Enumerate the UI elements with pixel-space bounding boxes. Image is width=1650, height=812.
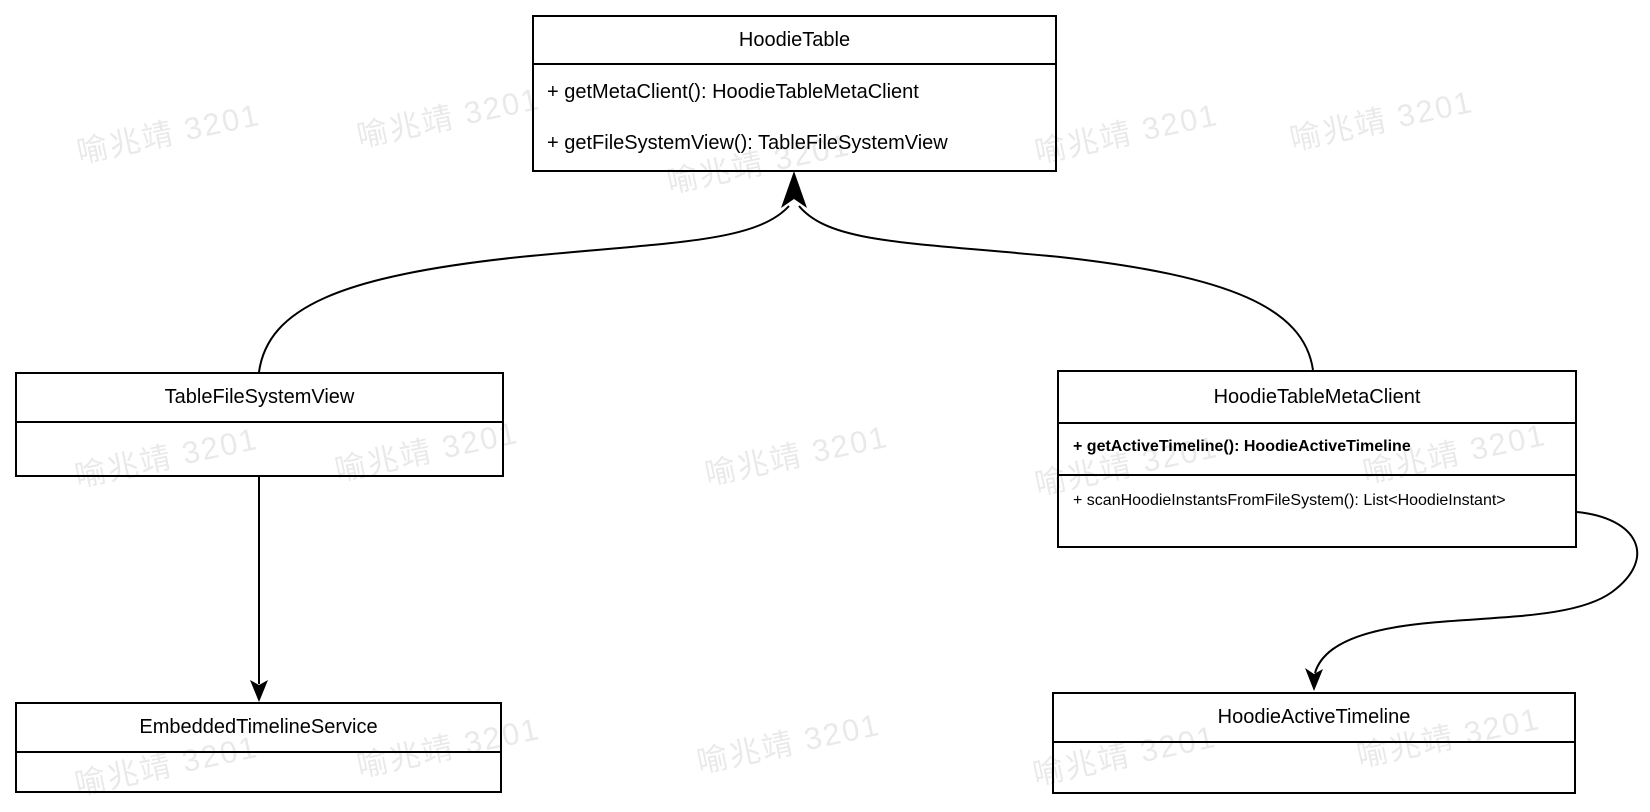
- class-title-hoodietablemetaclient: HoodieTableMetaClient: [1059, 372, 1575, 424]
- edge-tablefilesystemview-to-hoodietable: [258, 205, 790, 373]
- method-scanhoodieinstants: + scanHoodieInstantsFromFileSystem(): Li…: [1073, 492, 1506, 509]
- class-box-hoodieactivetimeline: HoodieActiveTimeline: [1052, 692, 1576, 794]
- class-title-hoodietable: HoodieTable: [534, 17, 1055, 65]
- class-title-embeddedtimelineservice: EmbeddedTimelineService: [17, 704, 500, 753]
- class-box-embeddedtimelineservice: EmbeddedTimelineService: [15, 702, 502, 793]
- arrowhead-down-right-icon: [1305, 668, 1323, 691]
- method-getactivetimeline: + getActiveTimeline(): HoodieActiveTimel…: [1073, 438, 1411, 455]
- class-box-hoodietable: HoodieTable + getMetaClient(): HoodieTab…: [532, 15, 1057, 172]
- empty-compartment-tablefilesystemview: [17, 423, 502, 475]
- class-title-hoodieactivetimeline: HoodieActiveTimeline: [1054, 694, 1574, 743]
- class-box-tablefilesystemview: TableFileSystemView: [15, 372, 504, 477]
- arrowhead-down-icon: [250, 680, 268, 702]
- method-getmetaclient: + getMetaClient(): HoodieTableMetaClient: [547, 81, 919, 103]
- edge-hoodietablemetaclient-to-hoodietable: [798, 205, 1314, 371]
- class-methods-hoodietable: + getMetaClient(): HoodieTableMetaClient…: [534, 65, 1055, 155]
- edge-hoodietablemetaclient-to-hoodieactivetimeline: [1314, 511, 1639, 674]
- method-compartment-scanhoodieinstants: + scanHoodieInstantsFromFileSystem(): Li…: [1059, 476, 1575, 514]
- empty-compartment-hoodieactivetimeline: [1054, 743, 1574, 792]
- empty-compartment-embeddedtimelineservice: [17, 753, 500, 791]
- method-getfilesystemview: + getFileSystemView(): TableFileSystemVi…: [547, 132, 948, 154]
- method-compartment-getactivetimeline: + getActiveTimeline(): HoodieActiveTimel…: [1059, 424, 1575, 476]
- class-title-tablefilesystemview: TableFileSystemView: [17, 374, 502, 423]
- class-box-hoodietablemetaclient: HoodieTableMetaClient + getActiveTimelin…: [1057, 370, 1577, 548]
- arrowhead-up-icon: [781, 171, 807, 208]
